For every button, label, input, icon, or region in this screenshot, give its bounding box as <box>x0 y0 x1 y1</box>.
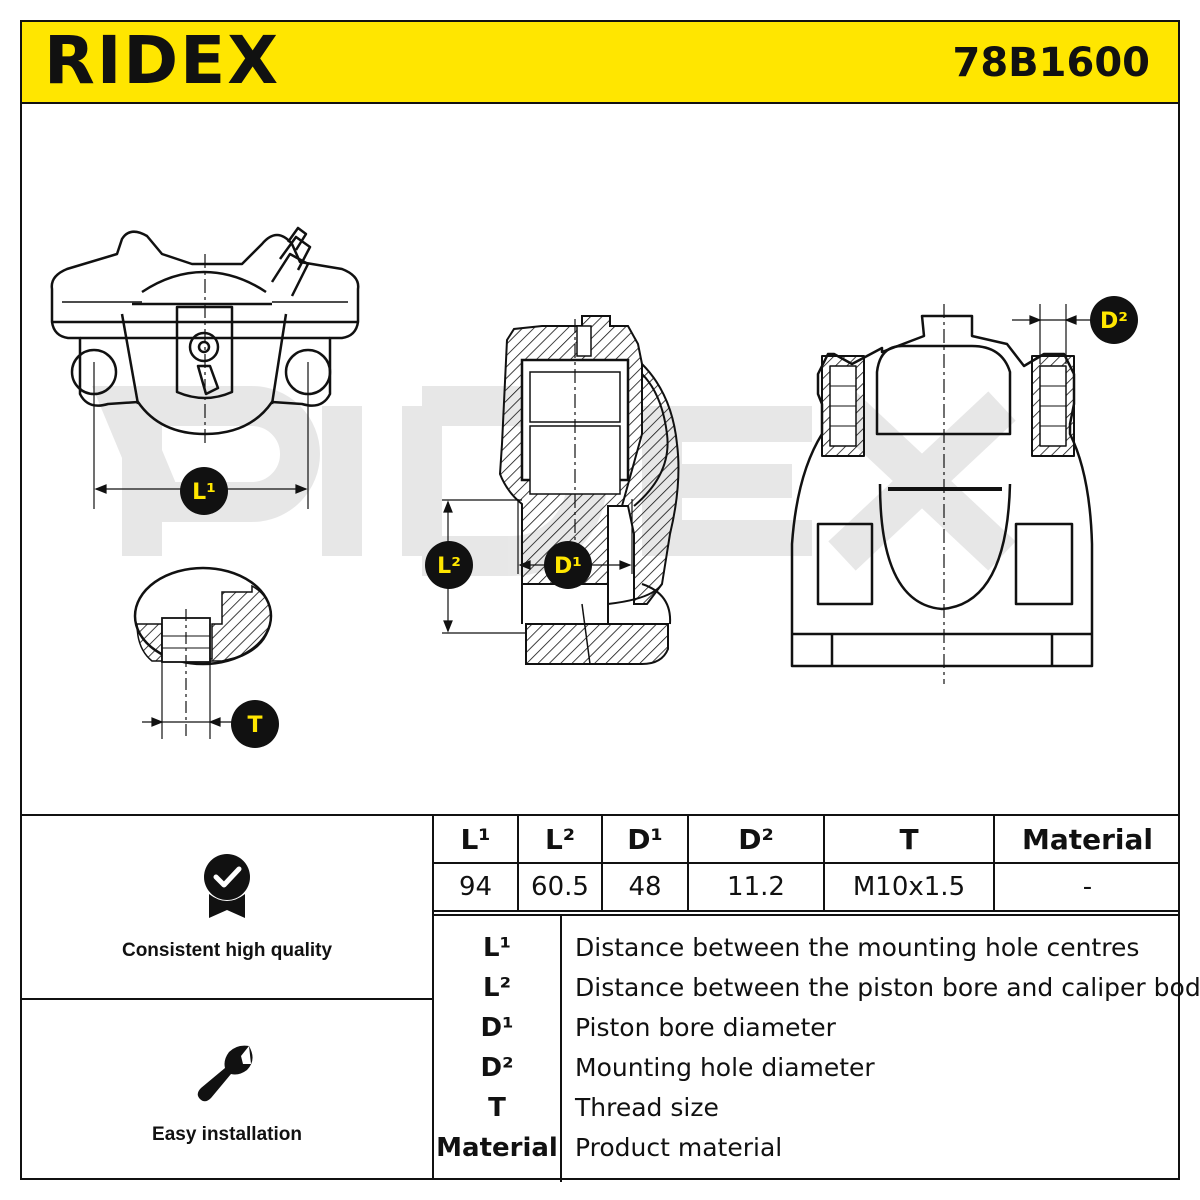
feature-quality-label: Consistent high quality <box>121 940 333 961</box>
badge-d2-label: D² <box>1100 309 1128 334</box>
spec-header-d1: D¹ <box>601 816 689 864</box>
badge-d1-label: D¹ <box>554 554 582 579</box>
legend-row-l1: L¹ Distance between the mounting hole ce… <box>434 928 1180 968</box>
t-dimension <box>142 609 232 739</box>
legend-desc: Mounting hole diameter <box>575 1053 875 1082</box>
spec-value-l2: 60.5 <box>517 862 603 912</box>
lower-section: Consistent high quality Easy installatio… <box>22 814 1200 1182</box>
feature-installation: Easy installation <box>22 1000 432 1180</box>
part-number: 78B1600 <box>952 40 1150 86</box>
caliper-front-view <box>790 314 1094 668</box>
badge-l1 <box>180 467 228 515</box>
legend-key: D² <box>480 1053 514 1083</box>
spec-value-material: - <box>993 862 1180 912</box>
legend-key: T <box>488 1093 506 1123</box>
badge-d1 <box>544 541 592 589</box>
d2-dimension <box>943 304 1092 684</box>
specs-panel: L¹ L² D¹ D² T Material 94 60.5 48 11.2 M… <box>434 816 1200 1182</box>
spec-table: L¹ L² D¹ D² T Material 94 60.5 48 11.2 M… <box>434 816 1180 912</box>
spec-header-d2: D² <box>687 816 825 864</box>
brand-logo: RIDEX <box>44 22 281 99</box>
spec-header-l2: L² <box>517 816 603 864</box>
legend: L¹ Distance between the mounting hole ce… <box>434 914 1200 1182</box>
d1-l2-dimension <box>442 319 633 634</box>
spec-header-material: Material <box>993 816 1180 864</box>
feature-installation-label: Easy installation <box>152 1124 302 1145</box>
legend-key: Material <box>436 1133 558 1163</box>
spec-value-row: 94 60.5 48 11.2 M10x1.5 - <box>434 862 1180 912</box>
spec-value-d1: 48 <box>601 862 689 912</box>
features-panel: Consistent high quality Easy installatio… <box>22 816 434 1180</box>
technical-drawing: L¹ T <box>22 104 1178 814</box>
badge-d2 <box>1090 296 1138 344</box>
legend-row-material: Material Product material <box>434 1128 1180 1168</box>
legend-desc: Thread size <box>575 1093 719 1122</box>
badge-l2 <box>425 541 473 589</box>
badge-t-label: T <box>247 713 262 738</box>
legend-desc: Product material <box>575 1133 783 1162</box>
legend-row-d2: D² Mounting hole diameter <box>434 1048 1180 1088</box>
legend-desc: Piston bore diameter <box>575 1013 836 1042</box>
wrench-icon <box>197 1045 253 1102</box>
legend-divider <box>560 916 562 1182</box>
legend-row-t: T Thread size <box>434 1088 1180 1128</box>
badge-l1-label: L¹ <box>192 480 216 505</box>
spec-header-l1: L¹ <box>434 816 519 864</box>
quality-badge-icon <box>204 854 250 918</box>
legend-key: D¹ <box>480 1013 514 1043</box>
caliper-drawing-svg: L¹ T <box>50 226 1138 748</box>
spec-header-t: T <box>823 816 995 864</box>
header-bar: RIDEX 78B1600 <box>22 22 1178 104</box>
thread-detail <box>133 566 273 666</box>
spec-value-t: M10x1.5 <box>823 862 995 912</box>
legend-row-d1: D¹ Piston bore diameter <box>434 1008 1180 1048</box>
legend-row-l2: L² Distance between the piston bore and … <box>434 968 1200 1008</box>
feature-quality: Consistent high quality <box>22 816 432 1000</box>
legend-key: L² <box>483 973 511 1003</box>
spec-value-l1: 94 <box>434 862 519 912</box>
datasheet-frame: RIDEX 78B1600 <box>20 20 1200 1182</box>
badge-t <box>231 700 279 748</box>
badge-l2-label: L² <box>437 554 461 579</box>
spec-value-d2: 11.2 <box>687 862 825 912</box>
caliper-section-view <box>498 315 680 665</box>
legend-desc: Distance between the mounting hole centr… <box>575 933 1140 962</box>
spec-header-row: L¹ L² D¹ D² T Material <box>434 816 1180 864</box>
legend-desc: Distance between the piston bore and cal… <box>575 973 1200 1002</box>
legend-key: L¹ <box>483 933 511 963</box>
